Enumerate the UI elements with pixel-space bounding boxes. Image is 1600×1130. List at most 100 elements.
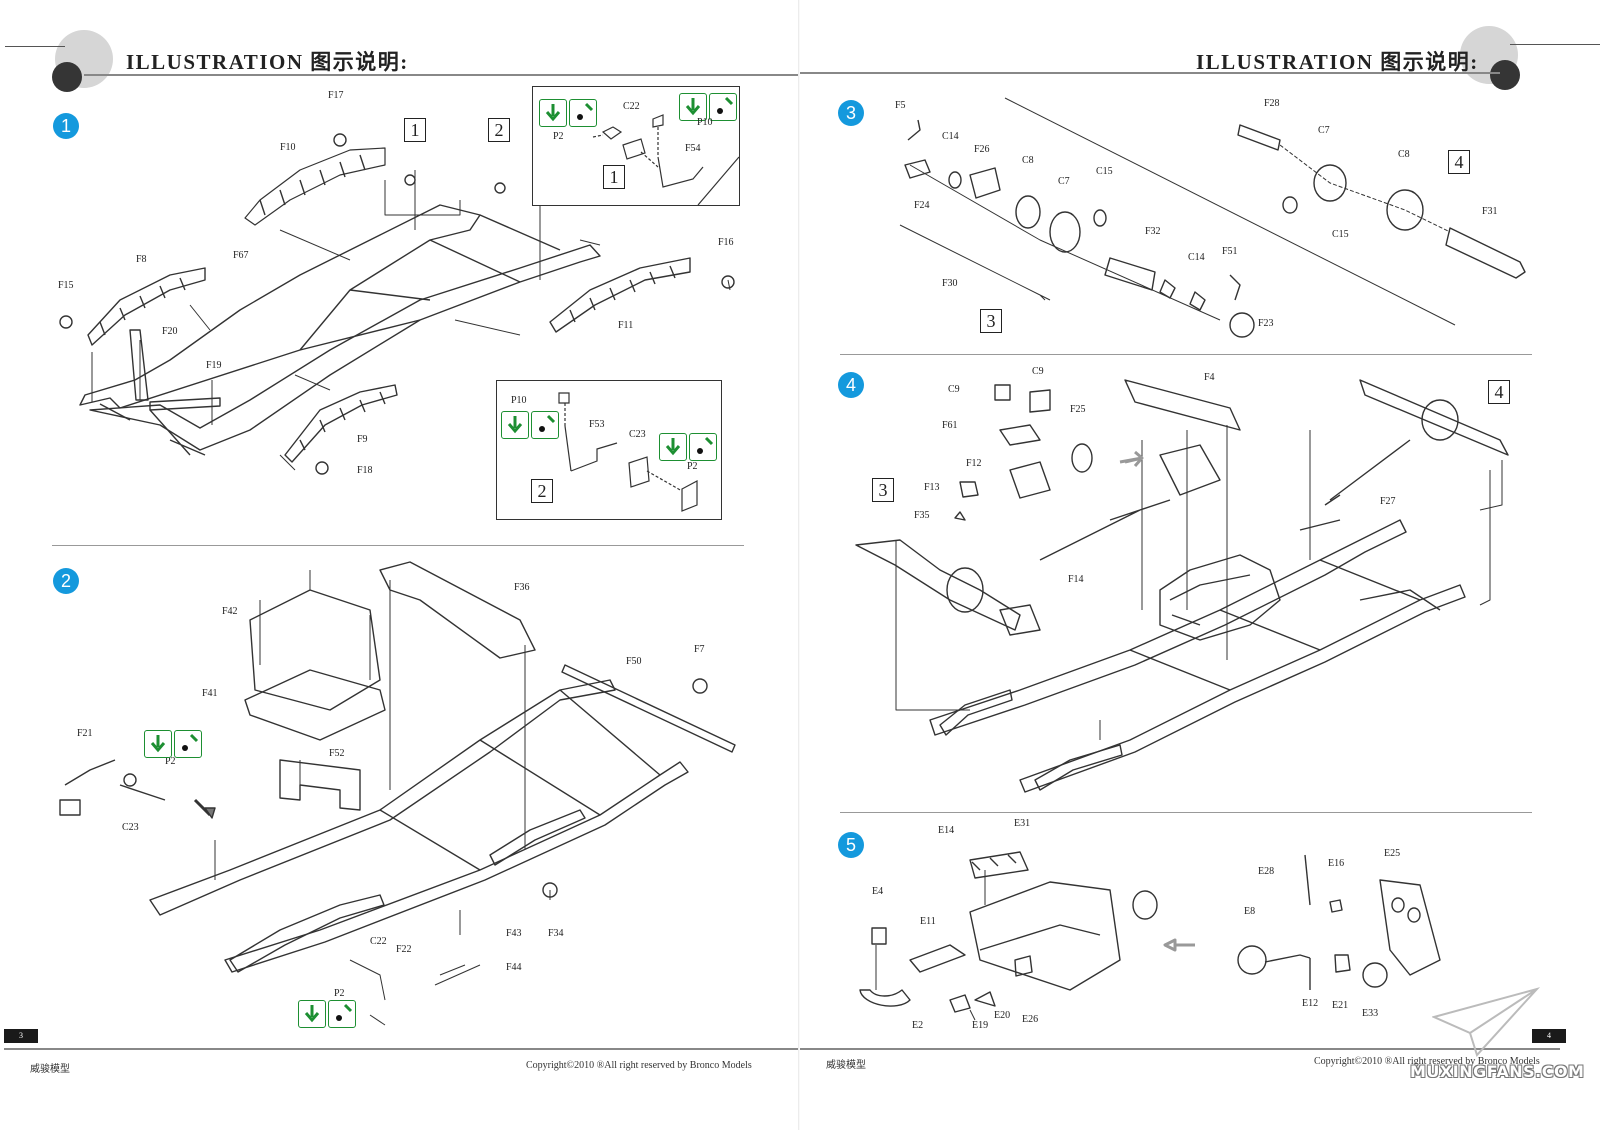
step-number: 5 (838, 832, 864, 858)
part-label: C7 (1058, 176, 1070, 187)
part-label: F42 (222, 606, 238, 617)
part-label: C15 (1332, 229, 1349, 240)
callout-marker: 3 (980, 309, 1002, 333)
part-label: C15 (1096, 166, 1113, 177)
detail-inset: C22 P2 P10 F54 1 (532, 86, 740, 206)
part-label: F53 (589, 419, 605, 430)
callout-marker: 1 (404, 118, 426, 142)
part-label: F51 (1222, 246, 1238, 257)
watermark: MUXINGFANS.COM (1410, 1062, 1585, 1081)
title-en: ILLUSTRATION (126, 50, 304, 74)
part-label: C7 (1318, 125, 1330, 136)
part-label: E8 (1244, 906, 1256, 917)
paint-drop-icon (569, 99, 597, 127)
step-number: 1 (53, 113, 79, 139)
part-label: F8 (136, 254, 147, 265)
part-label: F26 (974, 144, 990, 155)
part-label: F30 (942, 278, 958, 289)
part-label: C9 (1032, 366, 1044, 377)
part-label: C23 (122, 822, 139, 833)
paint-drop-icon (709, 93, 737, 121)
footer-rule (800, 1048, 1560, 1050)
part-label: C22 (370, 936, 387, 947)
part-label: F4 (1204, 372, 1215, 383)
part-label: F31 (1482, 206, 1498, 217)
part-label: E25 (1384, 848, 1401, 859)
part-label: F43 (506, 928, 522, 939)
part-label: F34 (548, 928, 564, 939)
part-label: F15 (58, 280, 74, 291)
header-deco-dot (52, 62, 82, 92)
assembly-diagram (855, 97, 1526, 1021)
header-rule (5, 46, 65, 47)
part-label: F35 (914, 510, 930, 521)
part-label: E33 (1362, 1008, 1379, 1019)
part-label: P2 (334, 988, 345, 999)
header-rule (1510, 44, 1600, 45)
footer-rule (4, 1048, 800, 1050)
part-label: F10 (280, 142, 296, 153)
part-label: P2 (553, 131, 564, 142)
part-label: F13 (924, 482, 940, 493)
part-label: F28 (1264, 98, 1280, 109)
part-label: F11 (618, 320, 634, 331)
part-label: E11 (920, 916, 936, 927)
part-label: F24 (914, 200, 930, 211)
part-label: E21 (1332, 1000, 1349, 1011)
part-label: E26 (1022, 1014, 1039, 1025)
chassis-frame-drawing (59, 133, 735, 475)
part-label: F23 (1258, 318, 1274, 329)
brand-name: 威骏模型 (826, 1060, 866, 1071)
page-number: 4 (1532, 1029, 1566, 1043)
header-deco-dot (1490, 60, 1520, 90)
part-label: P2 (165, 756, 176, 767)
part-label: F61 (942, 420, 958, 431)
part-label: F19 (206, 360, 222, 371)
part-label: E14 (938, 825, 955, 836)
part-label: E31 (1014, 818, 1031, 829)
section-divider (52, 545, 744, 546)
part-label: E16 (1328, 858, 1345, 869)
part-label: F5 (895, 100, 906, 111)
header-rule (84, 74, 800, 76)
detail-inset: P10 F53 C23 P2 2 (496, 380, 722, 520)
part-label: F25 (1070, 404, 1086, 415)
part-label: F32 (1145, 226, 1161, 237)
part-label: F41 (202, 688, 218, 699)
step-number: 2 (53, 568, 79, 594)
callout-marker: 4 (1448, 150, 1470, 174)
page-title: ILLUSTRATION 图示说明: (126, 46, 409, 76)
part-label: F12 (966, 458, 982, 469)
callout-marker: 2 (531, 479, 553, 503)
part-label: P10 (697, 117, 713, 128)
section-divider (840, 354, 1532, 355)
glue-here-icon (298, 1000, 326, 1028)
title-cn: 图示说明: (1380, 50, 1479, 74)
glue-here-icon (679, 93, 707, 121)
part-label: E20 (994, 1010, 1011, 1021)
part-label: F14 (1068, 574, 1084, 585)
callout-marker: 2 (488, 118, 510, 142)
part-label: F18 (357, 465, 373, 476)
part-label: F54 (685, 143, 701, 154)
part-label: P10 (511, 395, 527, 406)
part-label: C22 (623, 101, 640, 112)
page-number: 3 (4, 1029, 38, 1043)
part-label: F22 (396, 944, 412, 955)
paint-drop-icon (328, 1000, 356, 1028)
callout-marker: 4 (1488, 380, 1510, 404)
title-cn: 图示说明: (310, 50, 409, 74)
step-number: 3 (838, 100, 864, 126)
part-label: P2 (687, 461, 698, 472)
part-label: C14 (1188, 252, 1205, 263)
part-label: C8 (1022, 155, 1034, 166)
part-label: C8 (1398, 149, 1410, 160)
part-label: F7 (694, 644, 705, 655)
page-title: ILLUSTRATION 图示说明: (1196, 46, 1479, 76)
part-label: F9 (357, 434, 368, 445)
section-divider (840, 812, 1532, 813)
callout-marker: 1 (603, 165, 625, 189)
part-label: C23 (629, 429, 646, 440)
copyright: Copyright©2010 ®All right reserved by Br… (526, 1060, 752, 1071)
paint-drop-icon (174, 730, 202, 758)
